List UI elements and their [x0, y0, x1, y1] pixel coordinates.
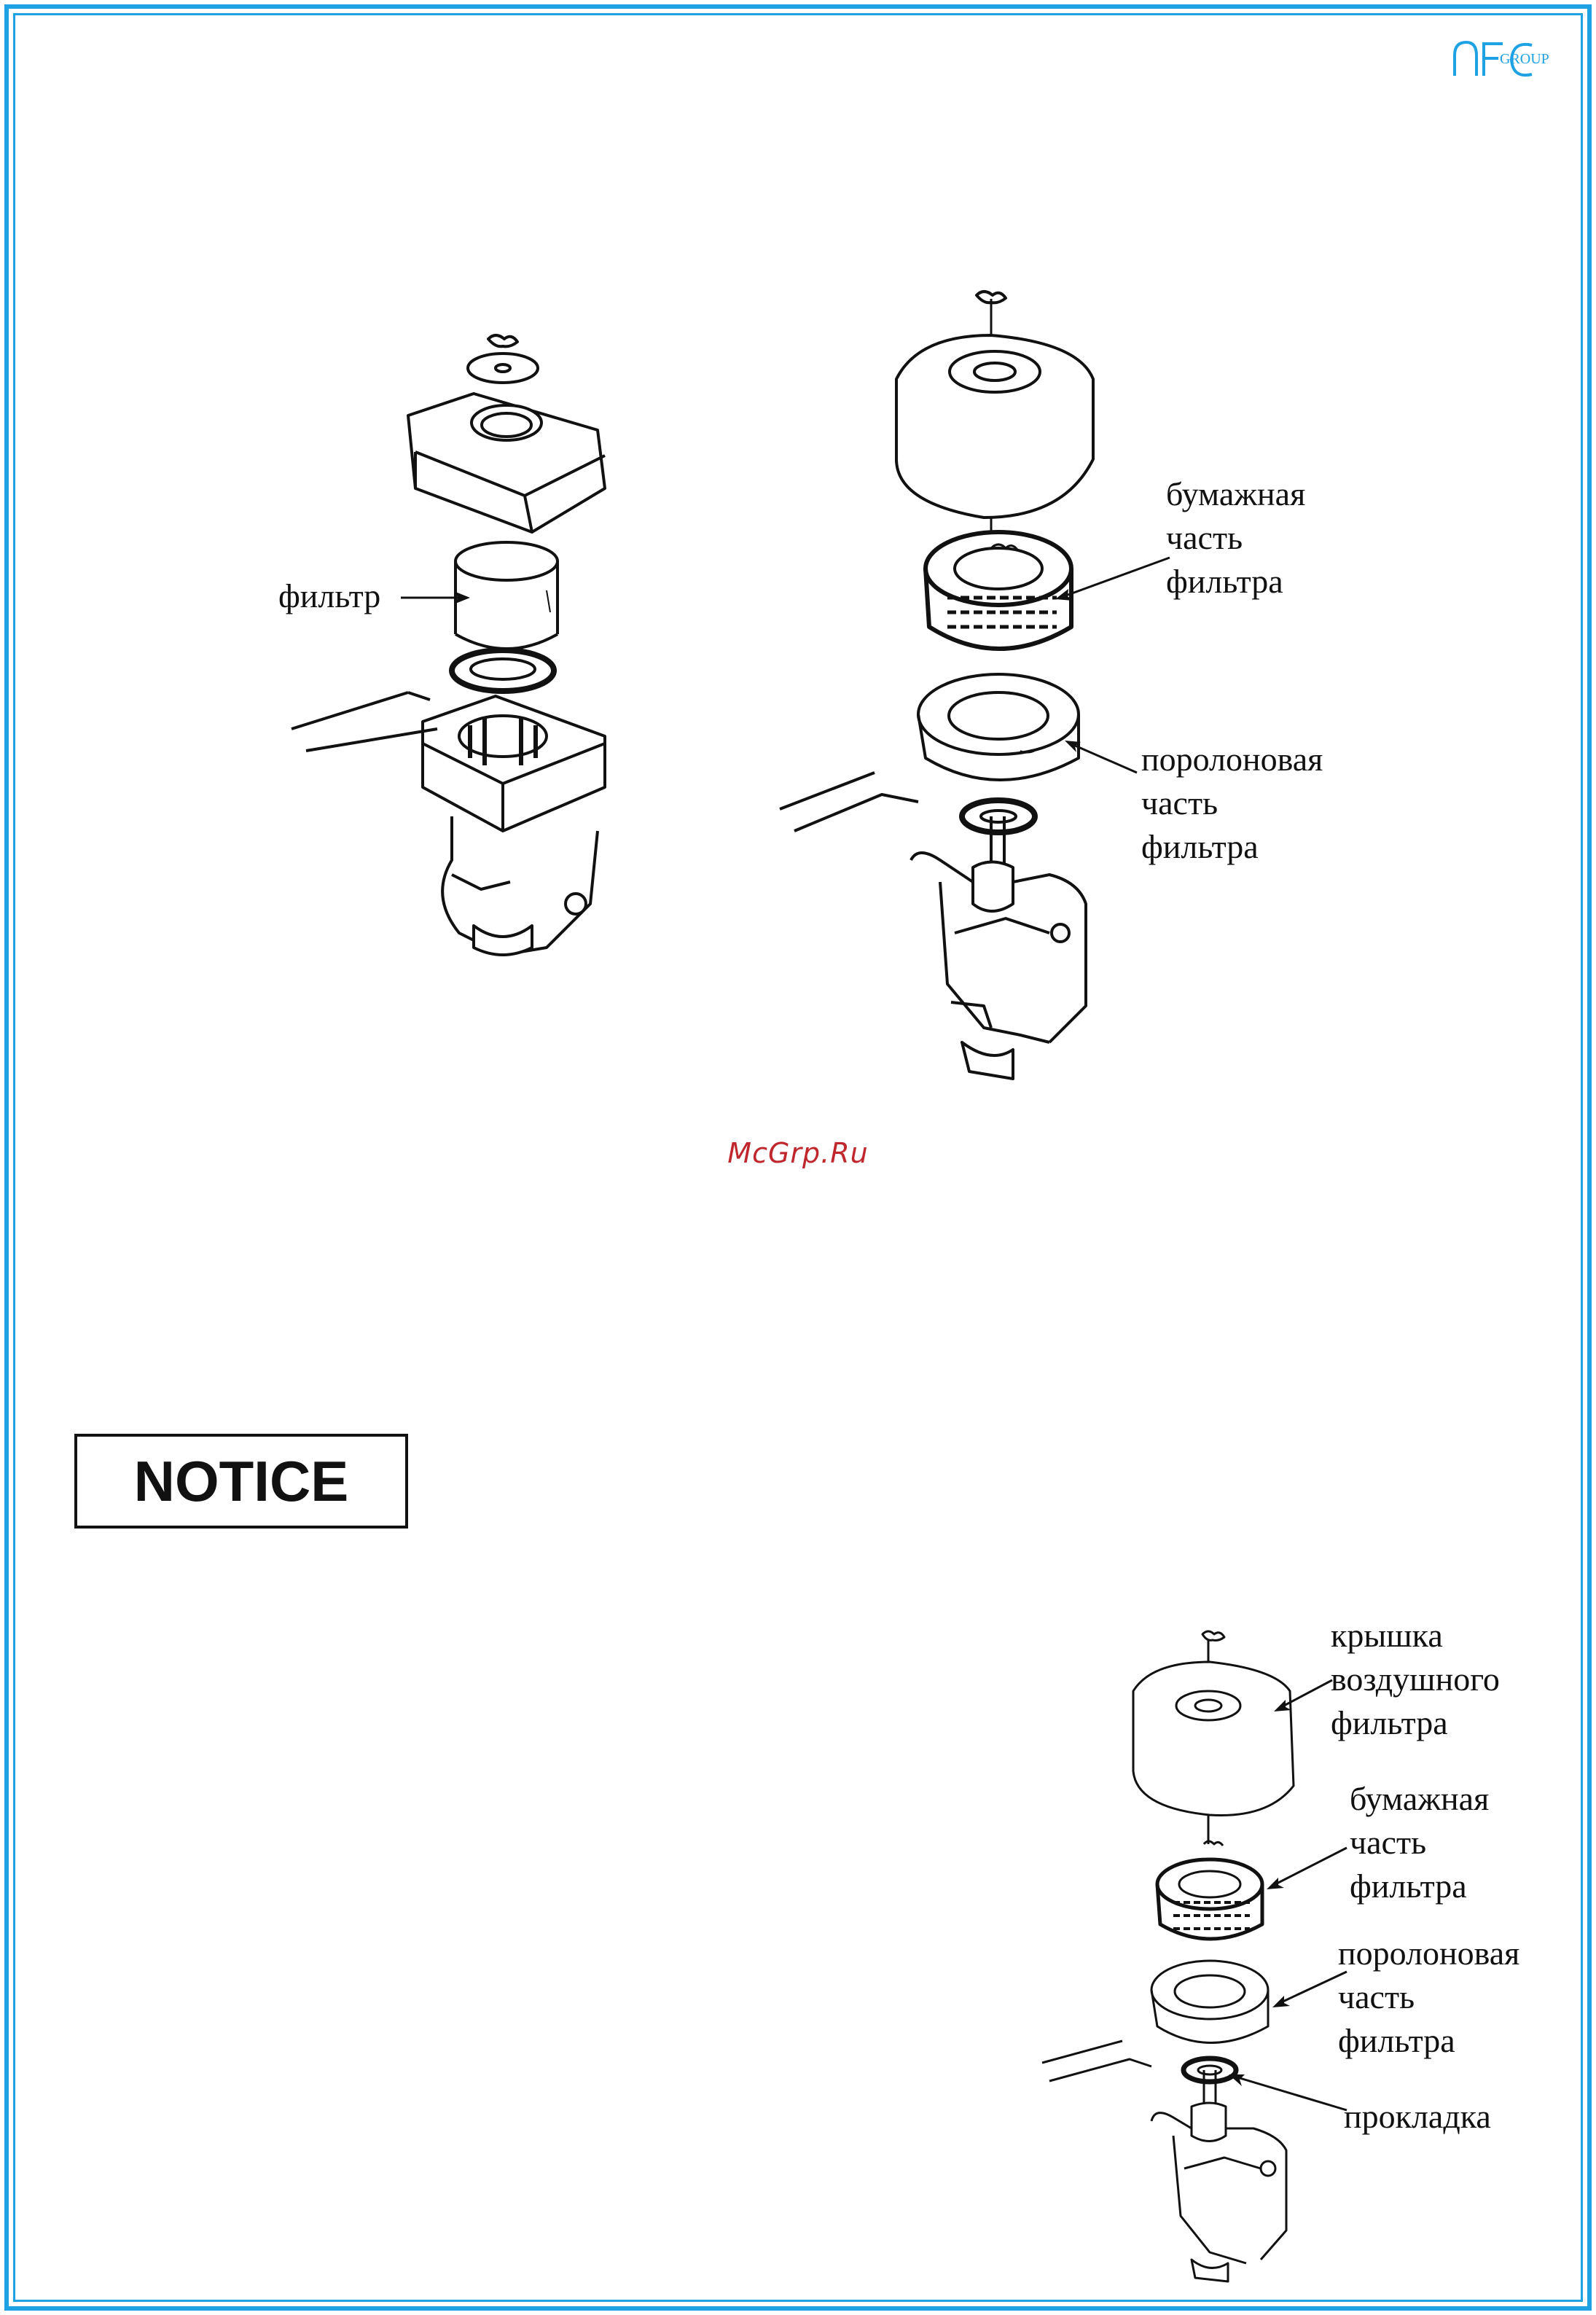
- watermark-text: McGrp.Ru: [0, 1137, 1596, 1169]
- air-filter-diagram-2: [772, 277, 1137, 1086]
- cover-pointer-arrow: [1268, 1676, 1334, 1720]
- notice-box: NOTICE: [74, 1434, 408, 1529]
- foam-filter-pointer-arrow-2: [1268, 1968, 1348, 2012]
- filter-pointer-arrow: [401, 587, 474, 609]
- foam-filter-label-2: поролоновая часть фильтра: [1338, 1932, 1519, 2063]
- notice-title: NOTICE: [134, 1448, 349, 1515]
- foam-filter-pointer-arrow: [1060, 736, 1141, 780]
- air-filter-diagram-1: [284, 321, 634, 977]
- paper-filter-label-2: бумажная часть фильтра: [1350, 1777, 1489, 1908]
- gasket-pointer-arrow: [1224, 2070, 1348, 2114]
- paper-filter-pointer-arrow-2: [1261, 1844, 1348, 1895]
- air-filter-diagram-3: [1035, 1625, 1326, 2281]
- foam-filter-label: поролоновая часть фильтра: [1141, 738, 1323, 869]
- paper-filter-label: бумажная часть фильтра: [1166, 472, 1305, 604]
- filter-label: фильтр: [278, 574, 380, 618]
- paper-filter-pointer-arrow: [1049, 554, 1173, 605]
- logo-group-text: GROUP: [1500, 51, 1549, 68]
- gasket-label: прокладка: [1344, 2095, 1491, 2139]
- cover-label: крышка воздушного фильтра: [1331, 1614, 1500, 1745]
